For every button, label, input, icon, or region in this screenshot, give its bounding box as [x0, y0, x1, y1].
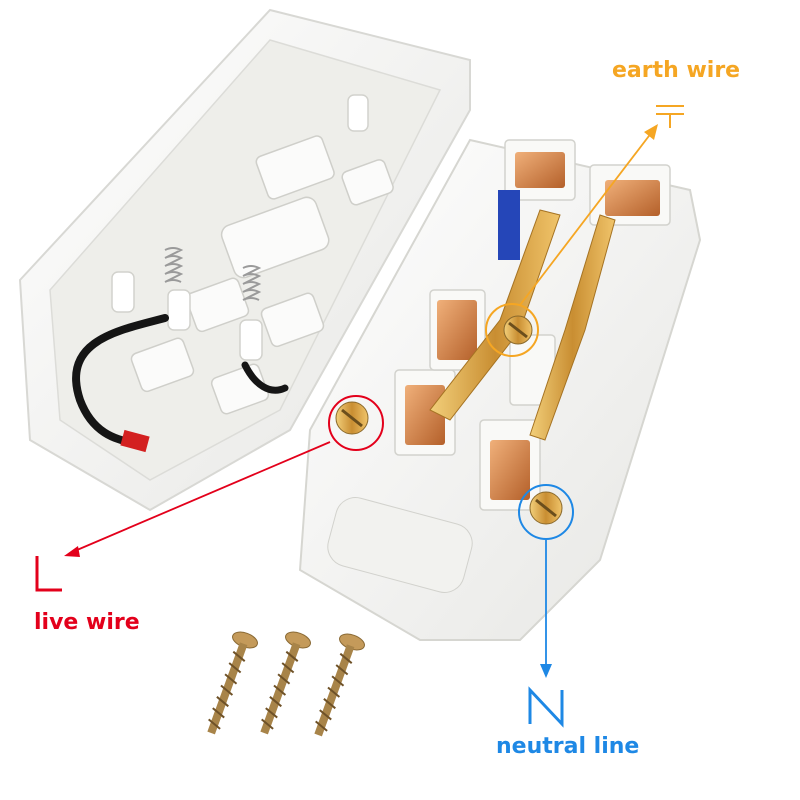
copper-contacts — [405, 152, 660, 500]
earth-annotation — [485, 124, 658, 357]
neutral-annotation — [518, 484, 574, 678]
contact-springs — [164, 247, 262, 301]
cord-clamp — [327, 497, 473, 593]
brass-busbars — [429, 209, 616, 441]
socket-cover-housing — [18, 8, 471, 512]
earth-wire-label: earth wire — [612, 58, 741, 83]
socket-base-housing — [298, 138, 702, 641]
letter-N-icon — [528, 686, 564, 728]
loose-screws — [207, 631, 365, 737]
earth-ground-icon — [656, 105, 684, 128]
live-annotation — [64, 395, 384, 557]
live-wire-label: live wire — [34, 610, 140, 635]
neutral-line-label: neutral line — [496, 734, 640, 759]
letter-L-icon — [35, 556, 62, 592]
blue-insulator — [498, 190, 520, 260]
socket-openings — [130, 135, 394, 415]
black-lamp-wire — [72, 314, 169, 449]
mounting-posts — [111, 94, 369, 361]
